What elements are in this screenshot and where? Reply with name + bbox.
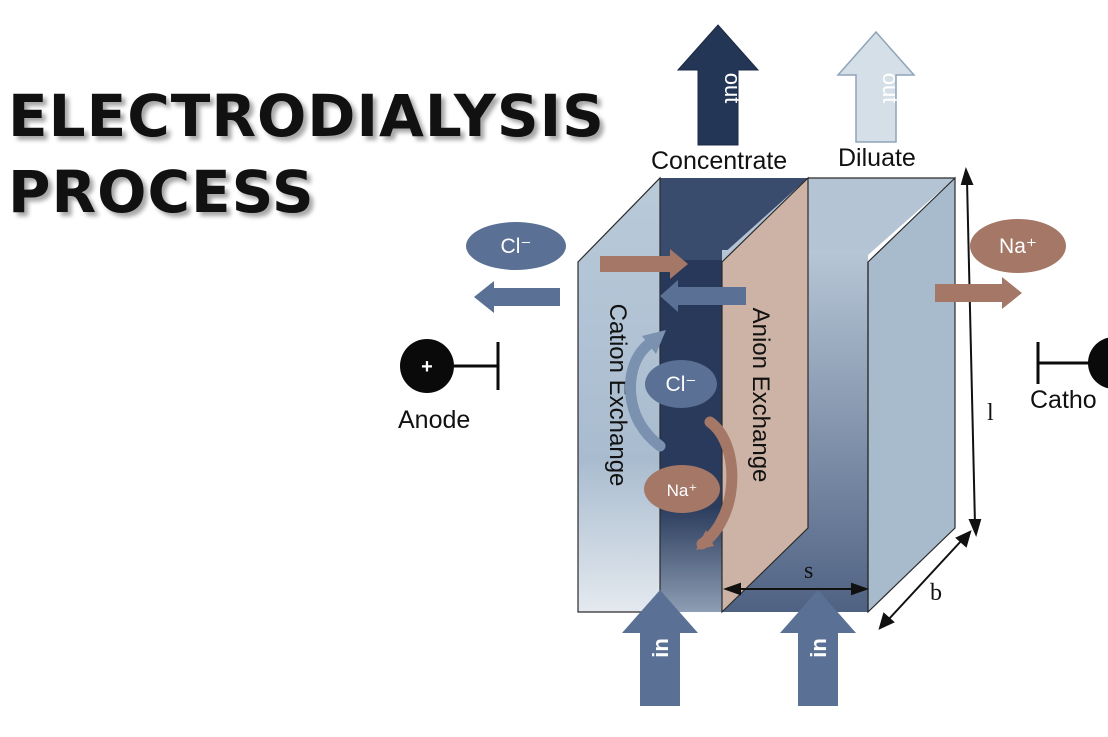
diluate-out-label: out [878,73,903,104]
anode-symbol: + [400,339,500,393]
chloride-ion-inner-label: Cl⁻ [666,373,697,396]
title-line-2: PROCESS [8,158,315,226]
concentrate-out-arrow: out [676,24,760,146]
concentrate-in-label: in [648,638,673,658]
cathode-label: Catho [1030,386,1097,414]
cl-flow-arrow-outer [474,281,560,313]
cell-outline [808,177,955,612]
spacing-label: s [804,558,813,584]
na-rejection-curve [696,416,738,550]
length-dimension [960,167,982,537]
diluate-out-arrow: out [836,30,916,143]
na-rejection-arrowhead [696,530,714,550]
anode-plus-sign: + [421,356,433,378]
na-flow-arrow-outer [935,277,1022,309]
title-line-1: ELECTRODIALYSIS [8,82,605,150]
sodium-ion-inner-label: Na⁺ [667,481,698,500]
sodium-ion-outer-label: Na⁺ [999,235,1037,258]
cl-rejection-arrowhead [642,330,666,354]
breadth-dimension [878,530,972,630]
concentrate-label: Concentrate [651,147,787,175]
diluate-in-label: in [806,638,831,658]
sodium-ion-inner: Na⁺ [644,465,720,513]
length-label: l [987,400,994,426]
cl-rejection-curve [625,336,666,452]
chloride-ion-outer-label: Cl⁻ [501,235,532,258]
chloride-ion-inner: Cl⁻ [645,360,717,408]
anode-label: Anode [398,406,470,434]
diluate-in-arrow: in [780,590,856,706]
concentrate-channel [660,260,722,612]
cl-flow-arrow-inner [660,280,746,312]
concentrate-channel-back [660,178,808,262]
chloride-ion-outer: Cl⁻ [466,222,566,270]
anion-exchange-label: Anion Exchange [747,308,774,483]
concentrate-in-arrow: in [622,590,698,706]
breadth-label: b [930,580,942,606]
spacing-dimension [723,582,869,596]
anion-exchange-membrane [721,176,809,614]
sodium-ion-outer: Na⁺ [970,219,1066,273]
na-flow-arrow-inner [600,249,688,279]
diluate-label: Diluate [838,144,916,172]
cathode-symbol [1036,337,1108,389]
concentrate-out-label: out [720,73,745,104]
